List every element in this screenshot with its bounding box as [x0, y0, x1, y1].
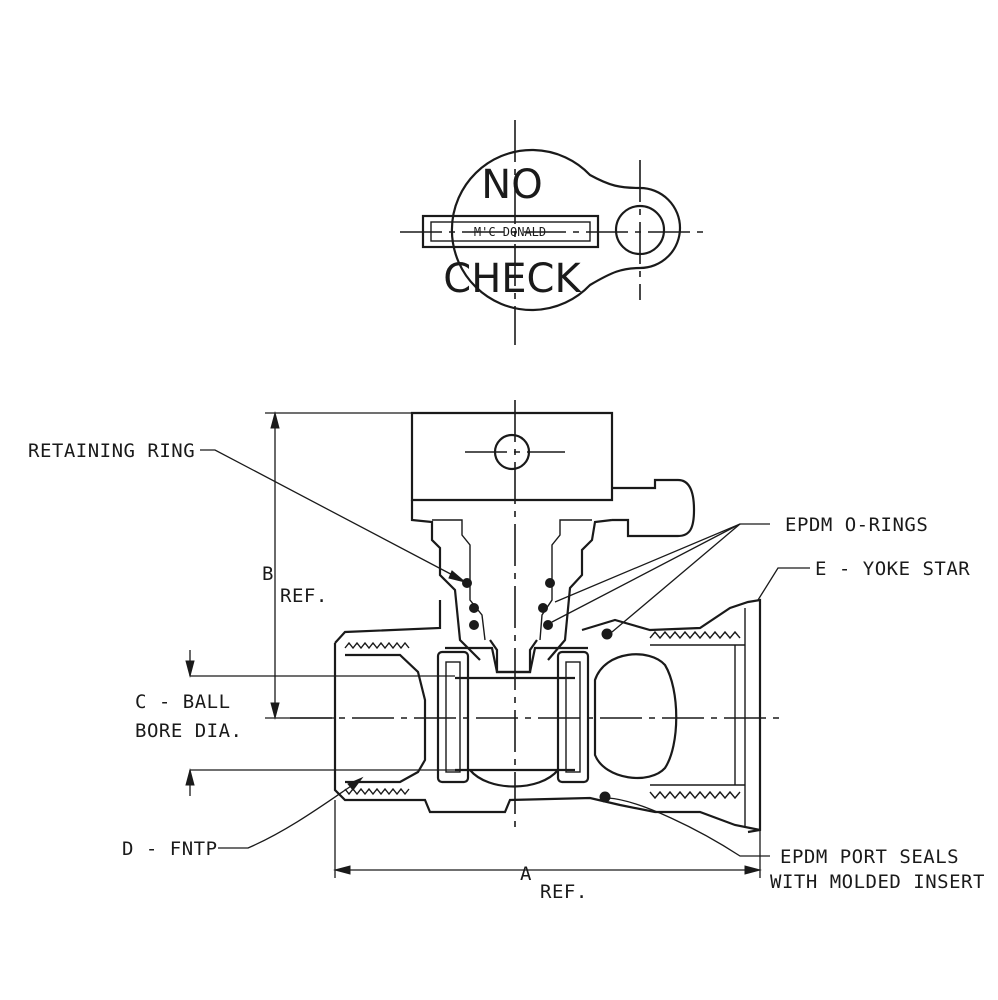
leader-orings-2	[551, 523, 741, 623]
brand-text: M'C DONALD	[474, 225, 546, 239]
body-top-right	[581, 598, 762, 834]
seat-left	[436, 650, 470, 784]
dim-c-arrow-top	[185, 660, 195, 678]
oring-body	[601, 628, 613, 640]
label-a-ref: REF.	[540, 881, 588, 903]
label-c-line1: C - BALL	[135, 691, 231, 713]
left-threads-top	[344, 641, 410, 650]
dim-c-arrow-bottom	[185, 768, 195, 786]
left-port	[345, 653, 427, 784]
leader-fntp-arrow	[347, 776, 364, 791]
stem-right-inner	[539, 519, 592, 641]
label-e-yoke-star: E - YOKE STAR	[815, 558, 970, 580]
right-threads-bottom	[649, 790, 741, 800]
seat-right-inner	[565, 661, 581, 773]
ball-cavity	[445, 646, 588, 674]
left-threads-bottom	[344, 787, 410, 796]
dim-b-arrow-bottom	[270, 702, 280, 720]
dim-b-arrow-top	[270, 411, 280, 429]
label-port-seals-1: EPDM PORT SEALS	[780, 846, 959, 868]
top-text-no: NO	[481, 162, 542, 208]
oring-right-2	[538, 603, 548, 613]
handle	[410, 411, 614, 502]
label-d-fntp: D - FNTP	[122, 838, 218, 860]
body-left-end	[333, 643, 360, 802]
leader-retaining-ring-arrow	[448, 570, 466, 583]
leader-fntp	[218, 779, 361, 849]
right-threads-top	[649, 630, 741, 640]
labels: RETAINING RING B REF. C - BALL BORE DIA.…	[28, 440, 985, 903]
dimensions	[185, 411, 762, 878]
dim-a-arrow-left	[333, 865, 351, 875]
top-view: NO M'C DONALD CHECK	[400, 120, 710, 345]
label-c-line2: BORE DIA.	[135, 720, 242, 742]
brand-plate-inner	[430, 221, 591, 242]
leader-port-seals	[607, 797, 770, 857]
oring-left-2	[469, 603, 479, 613]
label-b-ref: REF.	[280, 585, 328, 607]
body-top-left	[334, 600, 442, 644]
leader-retaining-ring	[200, 449, 463, 581]
leaders	[200, 449, 810, 857]
top-view-outline	[450, 148, 682, 312]
top-text-check: CHECK	[443, 256, 582, 302]
body-bottom	[360, 796, 761, 832]
leader-yoke-star	[757, 567, 810, 601]
oring-left-1	[462, 578, 472, 588]
label-retaining-ring: RETAINING RING	[28, 440, 195, 462]
seat-left-inner	[445, 661, 461, 773]
oring-right-3	[543, 620, 553, 630]
tab-hole	[614, 204, 666, 256]
dim-a-arrow-right	[744, 865, 762, 875]
seat-right	[556, 650, 590, 784]
right-cavity	[593, 653, 678, 780]
oring-left-3	[469, 620, 479, 630]
label-a: A	[520, 863, 532, 885]
stem-left-inner	[432, 519, 486, 641]
stem-right	[547, 518, 613, 661]
label-epdm-orings: EPDM O-RINGS	[785, 514, 928, 536]
label-port-seals-2: WITH MOLDED INSERT	[770, 871, 985, 893]
ball	[469, 769, 559, 788]
side-view	[290, 400, 785, 834]
stem-left	[410, 500, 481, 661]
handle-tab	[612, 478, 696, 538]
oring-right-1	[545, 578, 555, 588]
brand-plate	[421, 214, 600, 249]
leader-orings-3	[611, 523, 741, 633]
label-b: B	[262, 563, 274, 585]
